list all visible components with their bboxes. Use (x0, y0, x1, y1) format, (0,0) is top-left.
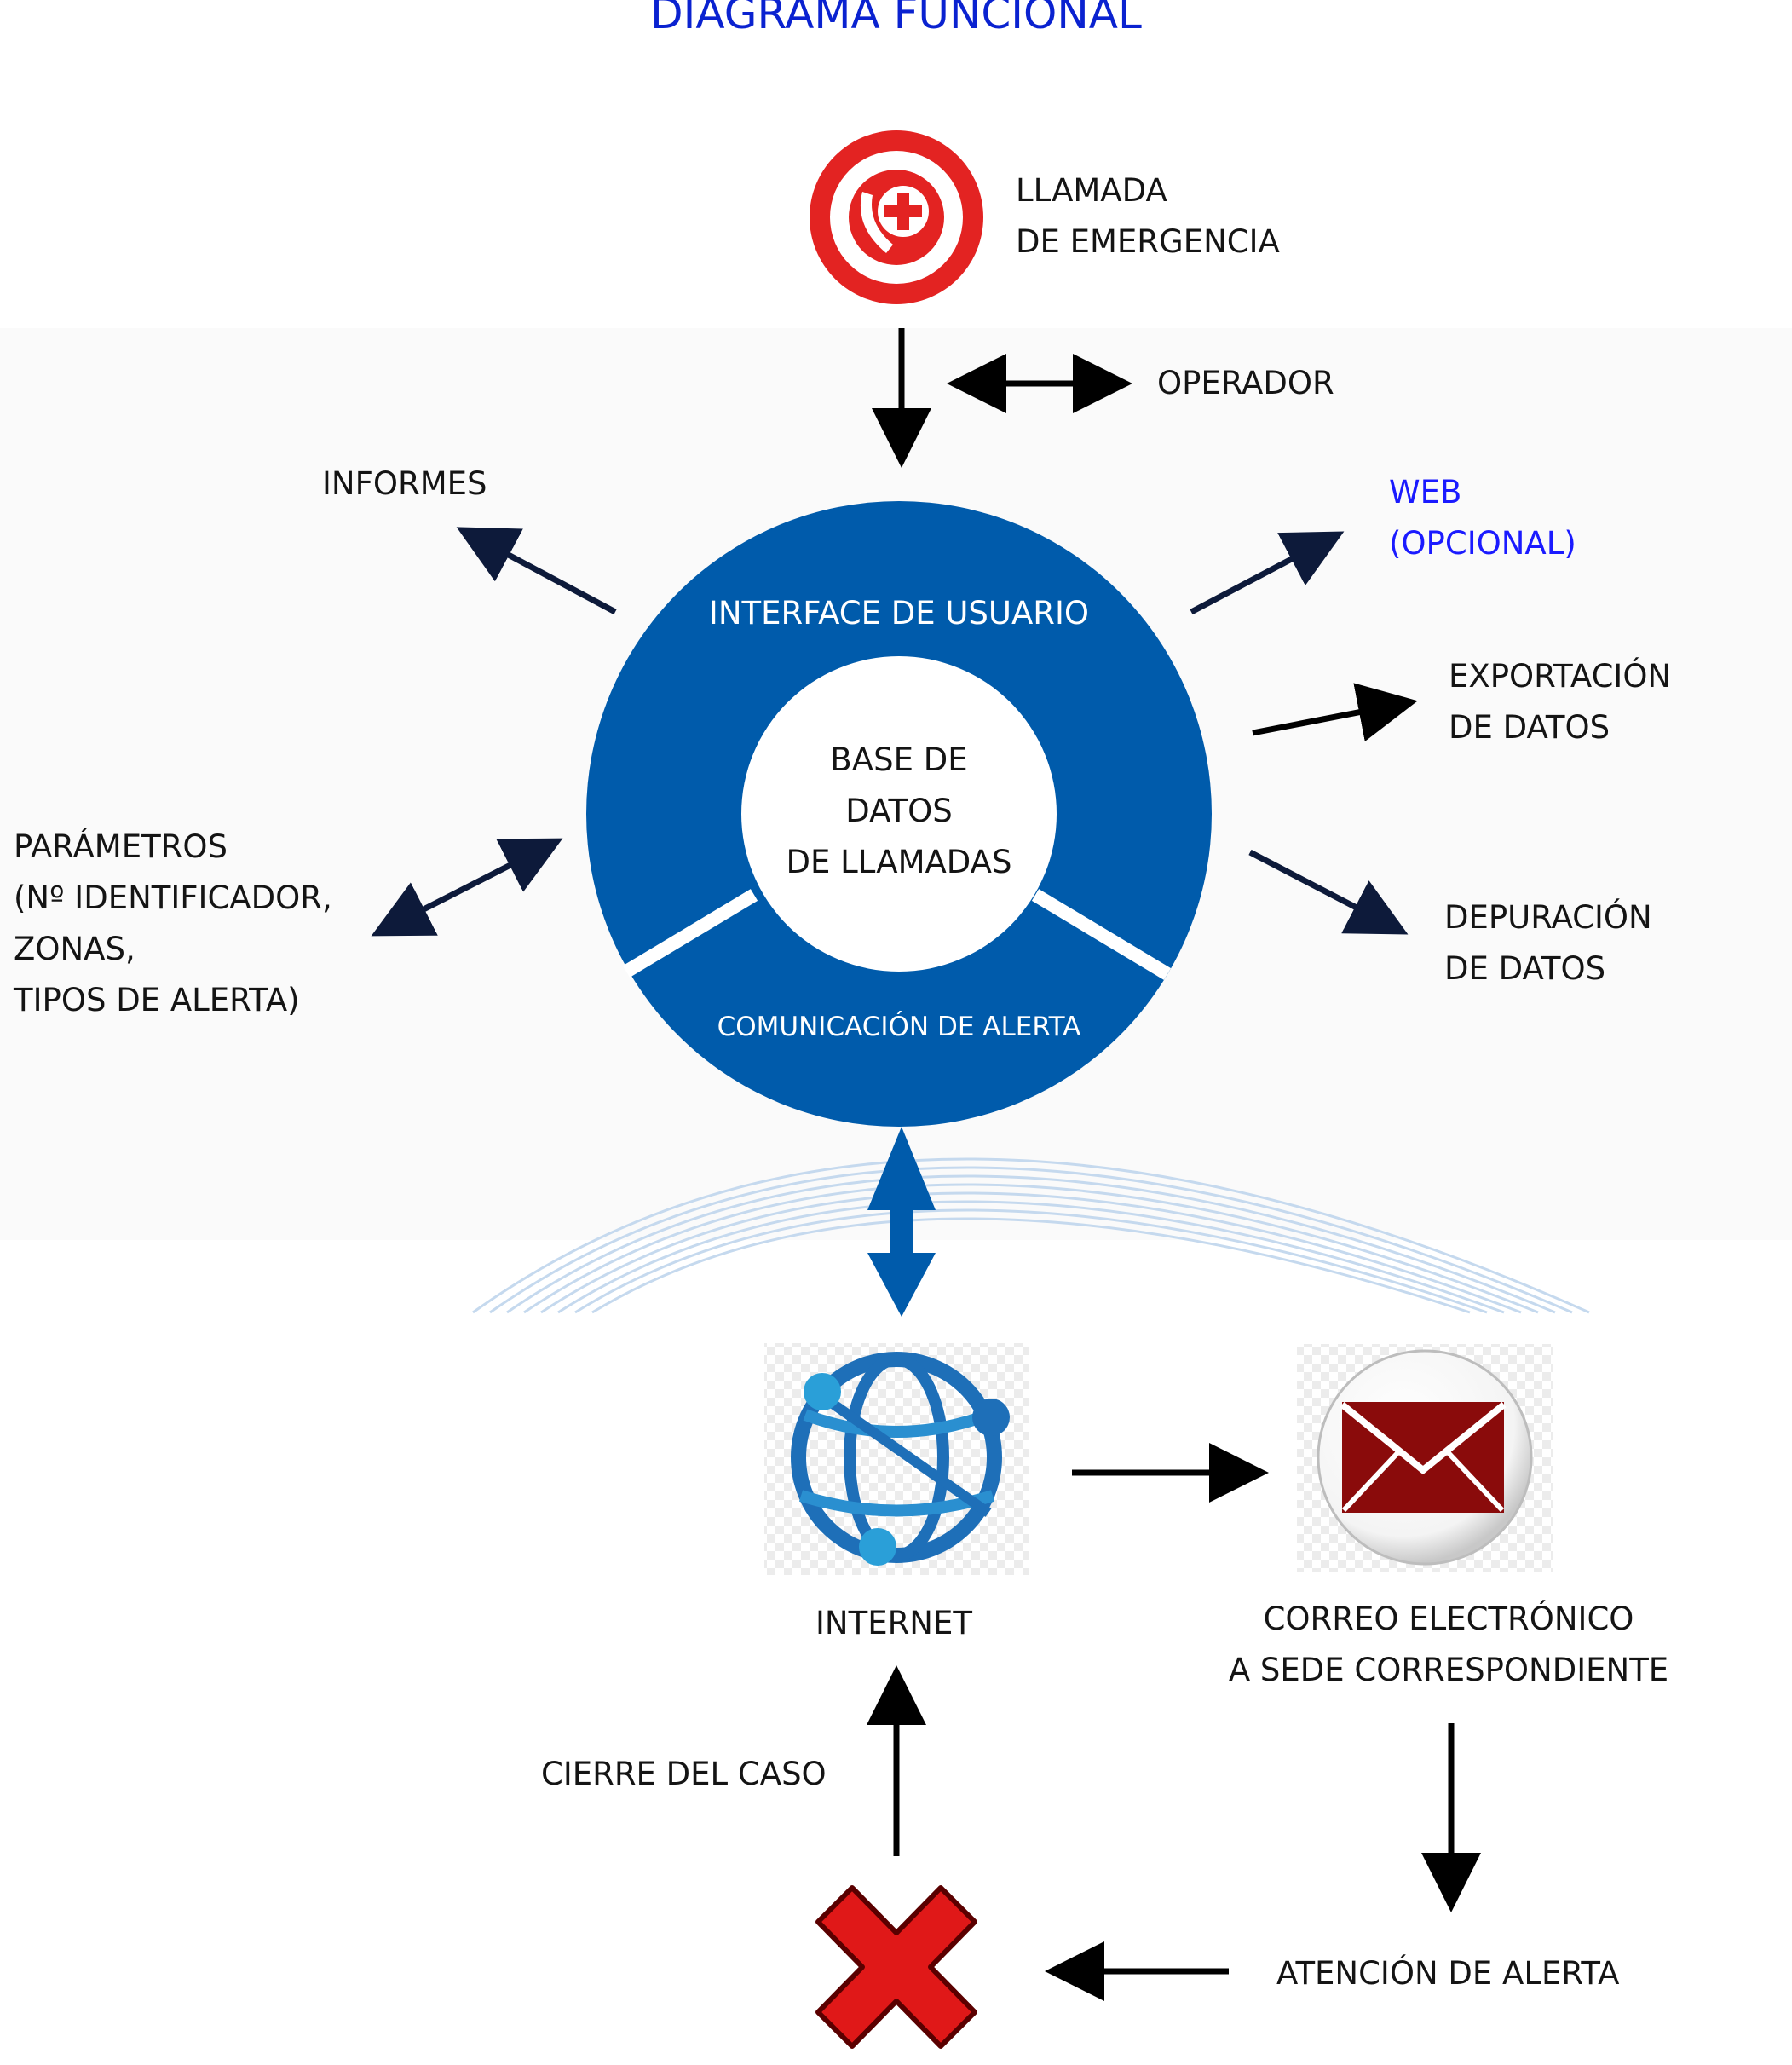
arrow-hub-internet (867, 1127, 936, 1317)
signal-waves (472, 1157, 1590, 1314)
page-title: DIAGRAMA FUNCIONAL (650, 0, 1142, 38)
label-email: CORREO ELECTRÓNICO A SEDE CORRESPONDIENT… (1228, 1601, 1669, 1688)
label-parameters: PARÁMETROS (Nº IDENTIFICADOR, ZONAS, TIP… (14, 828, 332, 1018)
arrow-export (1252, 683, 1418, 742)
arrow-parameters (371, 838, 563, 937)
label-internet: INTERNET (815, 1605, 972, 1641)
arrow-purge (1248, 849, 1409, 935)
label-alert-communication: COMUNICACIÓN DE ALERTA (717, 1012, 1081, 1042)
label-call-database: BASE DE DATOS DE LLAMADAS (786, 741, 1012, 880)
envelope-icon (1297, 1344, 1553, 1572)
label-purge: DEPURACIÓN DE DATOS (1444, 899, 1652, 987)
globe-network-icon (764, 1343, 1029, 1575)
red-x-icon (815, 1885, 977, 2049)
label-web: WEB (OPCIONAL) (1389, 474, 1576, 562)
emergency-phone-icon (810, 130, 983, 304)
arrow-reports (456, 527, 617, 615)
label-alert-attention: ATENCIÓN DE ALERTA (1276, 1955, 1620, 1992)
arrow-web (1190, 531, 1345, 615)
label-user-interface: INTERFACE DE USUARIO (708, 595, 1090, 632)
label-operator: OPERADOR (1157, 365, 1334, 401)
label-emergency-call: LLAMADA DE EMERGENCIA (1016, 172, 1280, 260)
hub-ring (586, 501, 1212, 1127)
label-export: EXPORTACIÓN DE DATOS (1449, 658, 1672, 746)
label-case-close: CIERRE DEL CASO (541, 1756, 827, 1792)
label-reports: INFORMES (322, 465, 487, 502)
